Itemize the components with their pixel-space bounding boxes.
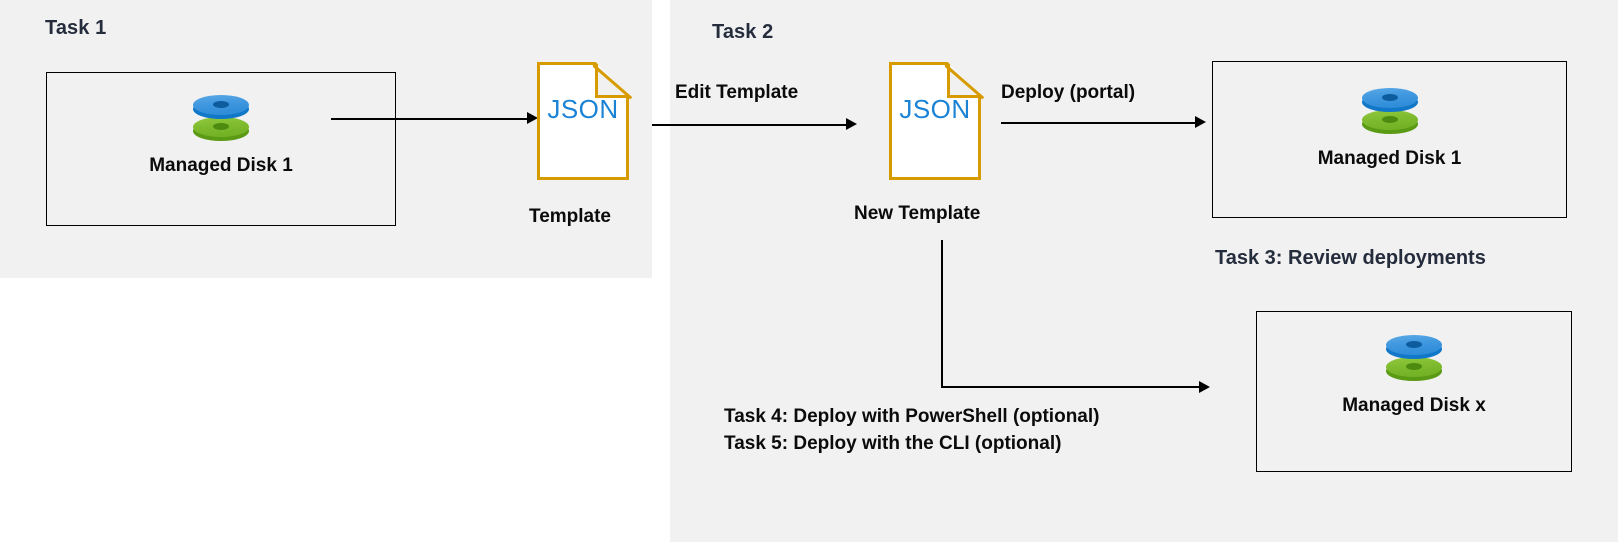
task4-label: Task 4: Deploy with PowerShell (optional…	[724, 406, 1100, 427]
managed-disk-1-source-box: Managed Disk 1	[46, 72, 396, 226]
edit-template-label: Edit Template	[675, 82, 799, 103]
disk-platter-green	[1361, 110, 1418, 136]
managed-disk-x-box: Managed Disk x	[1256, 311, 1572, 472]
json-file-type-text: JSON	[899, 94, 971, 124]
arrow-deploy-portal-line	[1001, 122, 1197, 124]
managed-disk-1-source-label: Managed Disk 1	[149, 155, 293, 176]
task2-panel	[670, 0, 1618, 542]
disk-platter-blue-hole	[1406, 341, 1422, 348]
arrow-edit-template-line	[652, 124, 848, 126]
arrow-disk-to-template-line	[331, 118, 529, 120]
managed-disk-icon	[1386, 333, 1442, 389]
managed-disk-1-deployed-content: Managed Disk 1	[1213, 86, 1566, 170]
task3-label: Task 3: Review deployments	[1215, 247, 1486, 269]
new-template-caption: New Template	[854, 203, 981, 224]
disk-platter-green	[1386, 357, 1442, 383]
disk-platter-green-hole	[1381, 116, 1398, 123]
disk-platter-blue	[1386, 335, 1442, 361]
task2-title: Task 2	[712, 21, 774, 43]
disk-platter-blue-hole	[1381, 94, 1398, 101]
disk-platter-blue-hole	[213, 101, 229, 108]
json-file-type-text: JSON	[547, 94, 619, 124]
template-caption: Template	[529, 206, 612, 227]
disk-platter-green-hole	[213, 123, 229, 130]
json-file-icon-template: JSON	[537, 62, 629, 180]
task1-title: Task 1	[45, 17, 107, 39]
task5-label: Task 5: Deploy with the CLI (optional)	[724, 432, 1062, 454]
arrow-deploy-script-horizontal	[941, 386, 1201, 388]
arrow-deploy-script-vertical	[941, 240, 943, 387]
json-file-icon-new-template: JSON	[889, 62, 981, 180]
managed-disk-1-deployed-label: Managed Disk 1	[1317, 148, 1462, 169]
arrow-edit-template-head	[846, 118, 857, 130]
arrow-disk-to-template-head	[527, 112, 538, 124]
managed-disk-1-deployed-box: Managed Disk 1	[1212, 61, 1567, 218]
disk-platter-blue	[1361, 88, 1418, 114]
disk-platter-blue	[193, 95, 249, 121]
managed-disk-icon	[1361, 86, 1418, 142]
arrow-deploy-script-head	[1199, 381, 1210, 393]
disk-platter-green-hole	[1406, 363, 1422, 370]
deploy-portal-label: Deploy (portal)	[1001, 82, 1136, 103]
managed-disk-x-content: Managed Disk x	[1257, 333, 1571, 417]
managed-disk-icon	[193, 93, 249, 149]
disk-platter-green	[193, 117, 249, 143]
optional-tasks-note: Task 4: Deploy with PowerShell (optional…	[724, 404, 1099, 458]
managed-disk-x-label: Managed Disk x	[1342, 395, 1486, 416]
managed-disk-1-source-content: Managed Disk 1	[47, 93, 395, 177]
arrow-deploy-portal-head	[1195, 116, 1206, 128]
